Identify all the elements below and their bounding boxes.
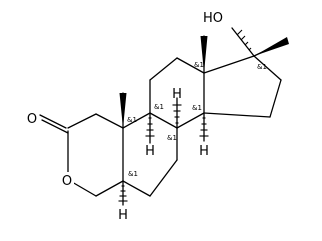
hash-c17-oh-4 — [236, 29, 243, 36]
bond-c7-c6 — [149, 159, 178, 197]
stereo-c9: &1 — [154, 103, 164, 111]
bond-c11-c12 — [149, 57, 178, 81]
bond-o-ring-c4 — [71, 181, 97, 197]
bond-c9-c8 — [149, 112, 178, 129]
h-c14-label: H — [199, 144, 209, 159]
bond-c2-carbonyl-b — [41, 119, 69, 134]
stereo-c17: &1 — [257, 63, 267, 71]
hash-c17-oh-3 — [240, 35, 246, 41]
label-backgrounds — [26, 8, 226, 187]
stereo-c8: &1 — [167, 134, 177, 142]
bg-hydroxyl — [200, 8, 226, 25]
bond-c14-c8 — [176, 112, 205, 129]
hash-c17-oh-1 — [248, 47, 252, 51]
h-c5-label: H — [118, 208, 128, 223]
wedge-c10-methyl — [119, 93, 127, 128]
bond-c4-c5 — [95, 180, 124, 197]
bond-c2-o-ring — [67, 113, 97, 129]
hash-bonds — [118, 29, 252, 202]
o-carbonyl-label: O — [27, 112, 37, 127]
stereo-c13: &1 — [194, 61, 204, 69]
h-c8-label: H — [172, 87, 182, 102]
bg-o-carbonyl — [26, 110, 39, 125]
wedge-c13-methyl — [200, 36, 208, 73]
stereo-c14: &1 — [192, 104, 202, 112]
h-c9-label: H — [145, 144, 155, 159]
bond-c15-c14 — [203, 112, 271, 118]
stereo-c10: &1 — [127, 116, 137, 124]
hydroxyl-label: HO — [203, 11, 223, 26]
wedge-bonds — [119, 36, 289, 128]
bg-o-ring — [61, 172, 74, 187]
o-ring-label: O — [62, 174, 72, 189]
bond-c16-c15 — [269, 79, 282, 118]
bond-c2-carbonyl-a — [39, 114, 67, 129]
bond-c17-oh — [231, 27, 255, 57]
bond-c10-c9 — [122, 112, 151, 129]
bonds — [39, 27, 287, 206]
stereo-c5: &1 — [128, 170, 138, 178]
bond-c1-c2 — [95, 113, 124, 129]
bond-c13-c17 — [203, 55, 255, 74]
bond-c17-c16 — [253, 55, 282, 81]
wedge-c17-methyl — [254, 37, 289, 56]
bond-c12-c13 — [176, 57, 205, 74]
hash-c17-oh-2 — [244, 41, 249, 46]
bond-c6-c5 — [122, 180, 151, 197]
